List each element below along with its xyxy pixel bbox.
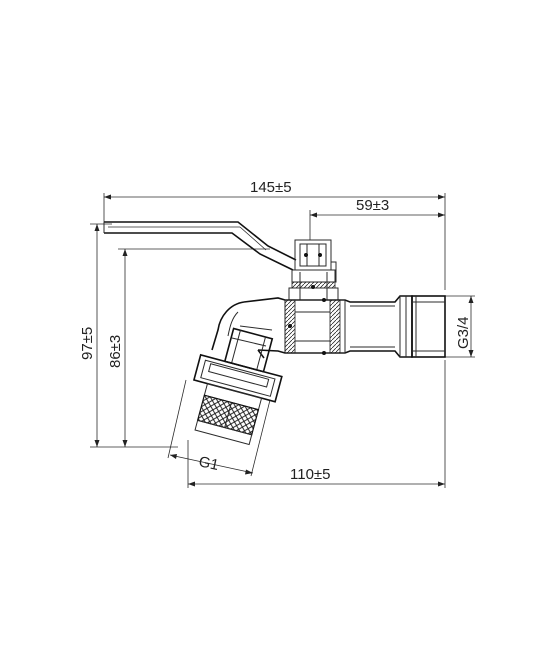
spout-outlet bbox=[192, 327, 283, 446]
dimension-total-height: 97±5 bbox=[79, 223, 178, 448]
spout-height-label: 86±3 bbox=[107, 335, 124, 368]
valve-stem bbox=[288, 239, 339, 301]
outlet-thread-label: G1 bbox=[197, 453, 220, 474]
handle-offset-label: 59±3 bbox=[356, 197, 389, 214]
dimension-overall-length: 145±5 bbox=[103, 179, 446, 290]
inlet-thread-label: G3/4 bbox=[455, 316, 472, 349]
dimension-inlet-thread: G3/4 bbox=[440, 295, 475, 358]
inlet-thread bbox=[411, 295, 446, 358]
dimension-handle-offset: 59±3 bbox=[309, 197, 445, 240]
dimension-spout-height: 86±3 bbox=[107, 248, 270, 447]
dimension-outlet-thread: G1 bbox=[167, 379, 271, 477]
lever-handle bbox=[103, 221, 297, 271]
body-length-label: 110±5 bbox=[290, 466, 331, 483]
overall-length-label: 145±5 bbox=[250, 179, 292, 196]
dimension-body-length: 110±5 bbox=[187, 360, 446, 488]
total-height-label: 97±5 bbox=[79, 327, 96, 360]
